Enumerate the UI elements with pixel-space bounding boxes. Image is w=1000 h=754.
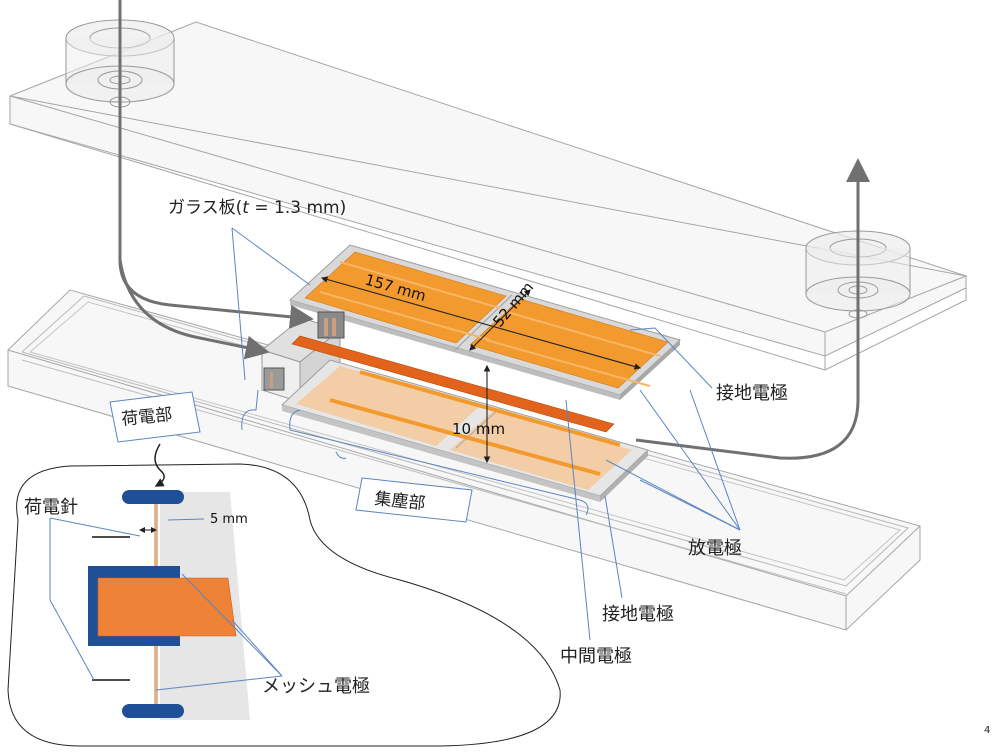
dimension-gap: 10 mm xyxy=(452,364,505,464)
ground-electrode-upper-label: 接地電極 xyxy=(716,383,788,404)
needle-gap-label: 5 mm xyxy=(210,512,248,527)
mesh-electrode-label: メッシュ電極 xyxy=(262,676,370,697)
inset-bubble xyxy=(7,463,561,747)
inset-detail: 5 mm xyxy=(49,490,283,720)
discharge-electrode-label: 放電極 xyxy=(688,538,742,559)
gap-label: 10 mm xyxy=(452,420,505,438)
ground-electrode-lower-label: 接地電極 xyxy=(602,604,674,625)
inset-pointer-arrow xyxy=(154,443,165,487)
outlet-flow-arrow xyxy=(635,158,870,460)
leader-lines xyxy=(231,227,741,641)
inlet-flow-arrow-2 xyxy=(118,259,270,360)
middle-electrode-label: 中間電極 xyxy=(560,646,632,667)
collection-section-box: 集塵部 xyxy=(355,477,473,523)
glass-plate-label: ガラス板(t = 1.3 mm) xyxy=(168,198,346,218)
page-number: 4 xyxy=(984,725,990,736)
charging-section-box: 荷電部 xyxy=(109,391,201,443)
charging-needle-label: 荷電針 xyxy=(24,497,78,518)
